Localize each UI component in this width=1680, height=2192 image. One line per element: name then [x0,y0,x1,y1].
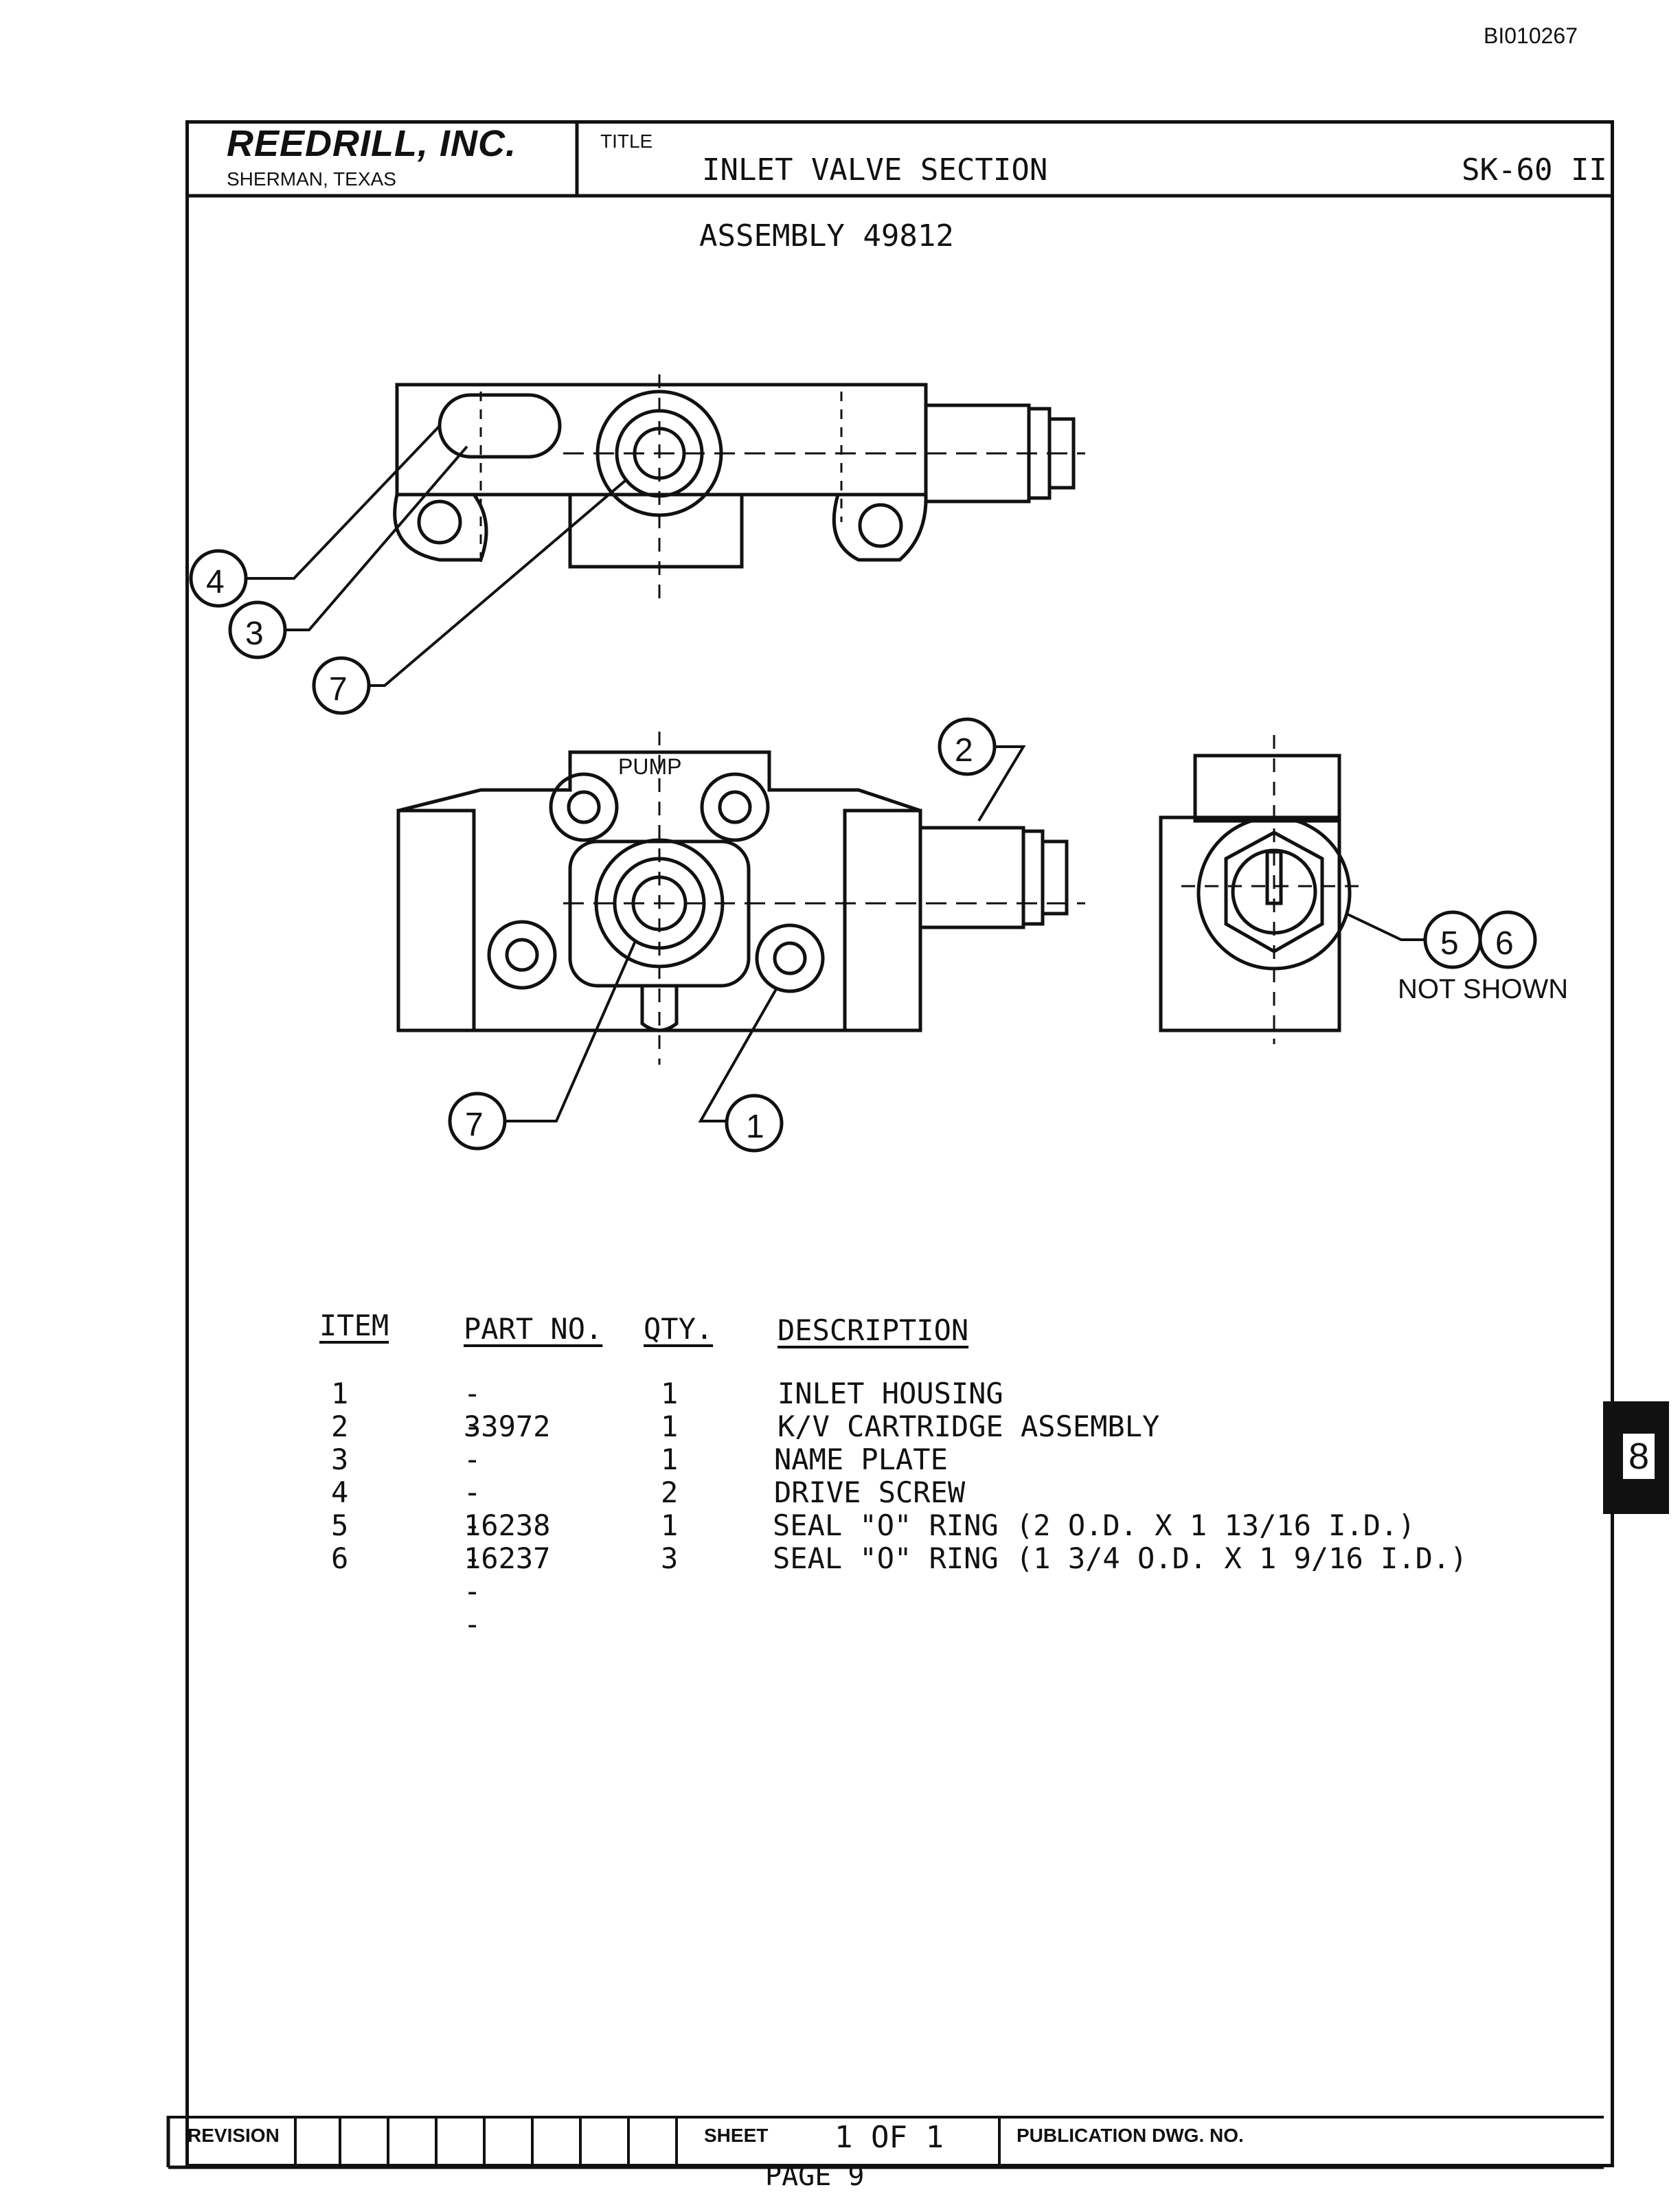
col-header-item: ITEM [319,1309,389,1342]
callout-4: 4 [206,564,225,600]
item-cell: 4 [331,1476,349,1509]
item-cell: 2 [331,1410,349,1443]
side-view [1159,735,1360,1044]
title-block [168,2116,1604,2168]
qty-cell: 2 [661,1476,679,1509]
part-no-cell: 16237 [464,1541,551,1575]
col-header-qty: QTY. [644,1312,714,1346]
callout-2: 2 [955,732,973,769]
callout-circles [189,549,1537,1153]
item-cell: 3 [331,1443,349,1476]
leader-lines [246,425,1425,1122]
company-city: SHERMAN, TEXAS [227,168,396,190]
item-cell: 5 [331,1509,349,1542]
description-cell: DRIVE SCREW [774,1476,966,1509]
drawing-number: SK-60 II [1462,152,1607,188]
drawing-title: INLET VALVE SECTION [702,152,1048,188]
col-header-part-no: PART NO. [464,1312,603,1346]
qty-cell: 3 [661,1541,679,1575]
callout-5: 5 [1440,925,1459,962]
part-no-cell: 33972 [464,1410,551,1443]
qty-cell: 1 [661,1410,679,1443]
publication-label: PUBLICATION DWG. NO. [1017,2125,1244,2146]
top-view [393,374,1085,605]
part-no-cell: ----- [464,1377,481,1542]
part-no-cell: ----- [464,1443,481,1608]
description-cell: K/V CARTRIDGE ASSEMBLY [777,1410,1160,1443]
description-cell: NAME PLATE [774,1443,948,1476]
qty-cell: 1 [661,1377,679,1410]
callout-6: 6 [1495,925,1514,962]
sheet-value: 1 OF 1 [835,2120,944,2155]
callout-3: 3 [245,615,264,652]
company-name: REEDRILL, INC. [227,123,517,164]
description-cell: SEAL "O" RING (2 O.D. X 1 13/16 I.D.) [773,1509,1416,1542]
description-cell: SEAL "O" RING (1 3/4 O.D. X 1 9/16 I.D.) [773,1541,1468,1575]
page-number: PAGE 9 [765,2160,865,2192]
callout-7-top: 7 [329,671,348,708]
assembly-number: ASSEMBLY 49812 [699,218,954,253]
pump-label: PUMP [618,754,682,779]
revision-label: REVISION [188,2125,280,2146]
callout-7-front: 7 [465,1107,484,1143]
sheet-label: SHEET [704,2125,769,2146]
part-no-cell: 16238 [464,1509,551,1542]
item-cell: 1 [331,1377,349,1410]
front-view [396,732,1085,1065]
not-shown-label: NOT SHOWN [1398,974,1569,1004]
qty-cell: 1 [661,1443,679,1476]
description-cell: INLET HOUSING [777,1377,1003,1410]
part-no-cell: ----- [464,1476,481,1641]
item-cell: 6 [331,1541,349,1575]
document-id: BI010267 [1484,23,1578,48]
col-header-description: DESCRIPTION [777,1313,969,1347]
qty-cell: 1 [661,1509,679,1542]
title-label: TITLE [600,131,653,152]
callout-1: 1 [746,1109,764,1145]
section-tab-number: 8 [1621,1432,1657,1481]
